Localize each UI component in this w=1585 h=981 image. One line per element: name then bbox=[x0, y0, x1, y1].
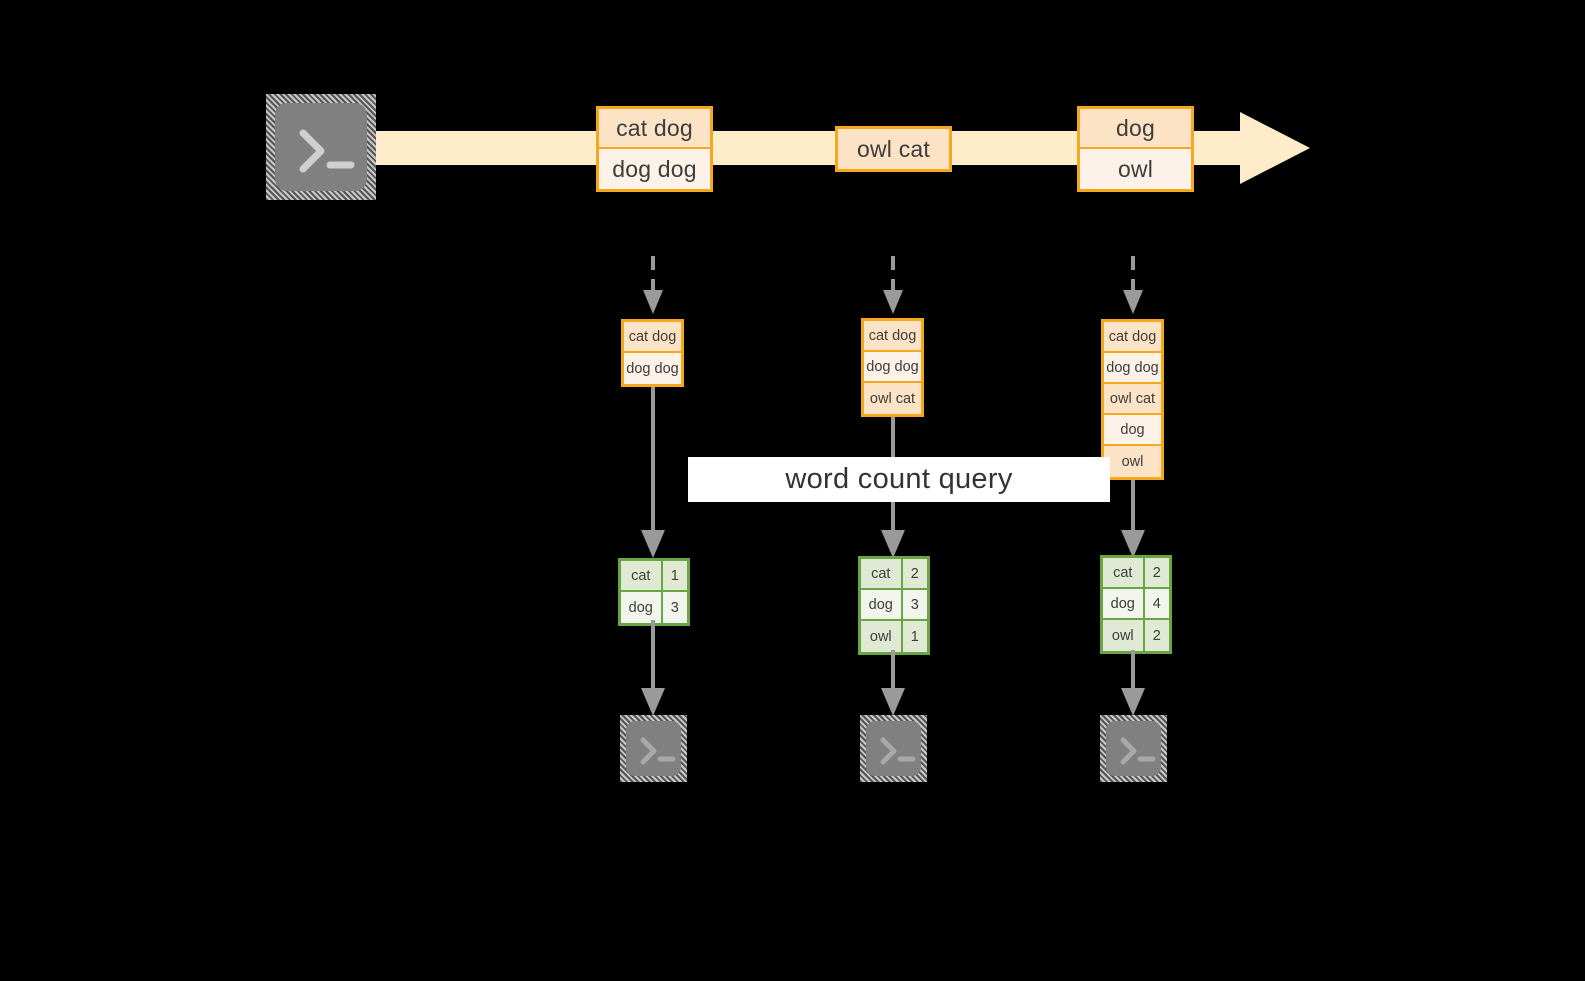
input-table-2: cat dog dog dog owl cat bbox=[861, 318, 924, 417]
input-row: dog dog bbox=[624, 353, 681, 384]
terminal-icon bbox=[620, 715, 687, 782]
query-label-text: word count query bbox=[785, 463, 1013, 495]
query-label: word count query bbox=[688, 457, 1110, 502]
stream-line: owl cat bbox=[838, 129, 949, 169]
result-table-2: cat 2 dog 3 owl 1 bbox=[858, 556, 930, 655]
result-count: 2 bbox=[1152, 564, 1161, 581]
trigger-connector-1 bbox=[643, 256, 663, 314]
stream-line: cat dog bbox=[599, 109, 710, 149]
input-row: dog dog bbox=[1104, 353, 1161, 384]
input-row: dog dog bbox=[864, 352, 921, 383]
result-row: owl 1 bbox=[861, 621, 927, 652]
terminal-prompt-glyph bbox=[299, 129, 355, 173]
result-word: dog bbox=[861, 590, 903, 619]
terminal-prompt-glyph bbox=[1120, 737, 1156, 765]
terminal-icon bbox=[860, 715, 927, 782]
result-count: 3 bbox=[670, 599, 679, 616]
input-row: cat dog bbox=[1104, 322, 1161, 353]
input-table-3: cat dog dog dog owl cat dog owl bbox=[1101, 319, 1164, 480]
terminal-prompt-glyph bbox=[880, 737, 916, 765]
input-table-1: cat dog dog dog bbox=[621, 319, 684, 387]
sink-connector-3 bbox=[1121, 650, 1145, 716]
result-row: cat 2 bbox=[1103, 558, 1169, 589]
result-count: 2 bbox=[910, 565, 919, 582]
result-word: cat bbox=[1103, 558, 1145, 587]
input-row: owl cat bbox=[864, 383, 921, 414]
stream-line: dog bbox=[1080, 109, 1191, 149]
result-row: dog 3 bbox=[621, 592, 687, 623]
input-row: owl bbox=[1104, 446, 1161, 477]
result-count: 1 bbox=[910, 628, 919, 645]
result-word: owl bbox=[861, 621, 903, 652]
terminal-icon bbox=[1100, 715, 1167, 782]
terminal-icon-body bbox=[275, 103, 367, 191]
trigger-connector-3 bbox=[1123, 256, 1143, 314]
result-word: owl bbox=[1103, 620, 1145, 651]
query-connector-3 bbox=[1121, 472, 1145, 558]
terminal-icon-body bbox=[1106, 721, 1161, 776]
result-row: cat 1 bbox=[621, 561, 687, 592]
stream-batch-2: owl cat bbox=[835, 126, 952, 172]
result-count: 4 bbox=[1152, 595, 1161, 612]
query-connector-1 bbox=[641, 382, 665, 558]
stream-batch-3: dog owl bbox=[1077, 106, 1194, 192]
result-row: dog 4 bbox=[1103, 589, 1169, 620]
terminal-icon-body bbox=[866, 721, 921, 776]
input-row: cat dog bbox=[864, 321, 921, 352]
terminal-icon bbox=[266, 94, 376, 200]
stream-batch-1: cat dog dog dog bbox=[596, 106, 713, 192]
result-row: dog 3 bbox=[861, 590, 927, 621]
input-row: cat dog bbox=[624, 322, 681, 353]
input-row: owl cat bbox=[1104, 384, 1161, 415]
trigger-connector-2 bbox=[883, 256, 903, 314]
result-word: cat bbox=[621, 561, 663, 590]
result-word: dog bbox=[1103, 589, 1145, 618]
result-word: dog bbox=[621, 592, 663, 623]
stream-line: owl bbox=[1080, 149, 1191, 189]
result-table-3: cat 2 dog 4 owl 2 bbox=[1100, 555, 1172, 654]
result-word: cat bbox=[861, 559, 903, 588]
input-row: dog bbox=[1104, 415, 1161, 446]
sink-connector-1 bbox=[641, 620, 665, 716]
stream-line: dog dog bbox=[599, 149, 710, 189]
result-count: 1 bbox=[670, 567, 679, 584]
terminal-prompt-glyph bbox=[640, 737, 676, 765]
result-row: owl 2 bbox=[1103, 620, 1169, 651]
sink-connector-2 bbox=[881, 650, 905, 716]
result-table-1: cat 1 dog 3 bbox=[618, 558, 690, 626]
result-count: 3 bbox=[910, 596, 919, 613]
result-row: cat 2 bbox=[861, 559, 927, 590]
terminal-icon-body bbox=[626, 721, 681, 776]
result-count: 2 bbox=[1152, 627, 1161, 644]
